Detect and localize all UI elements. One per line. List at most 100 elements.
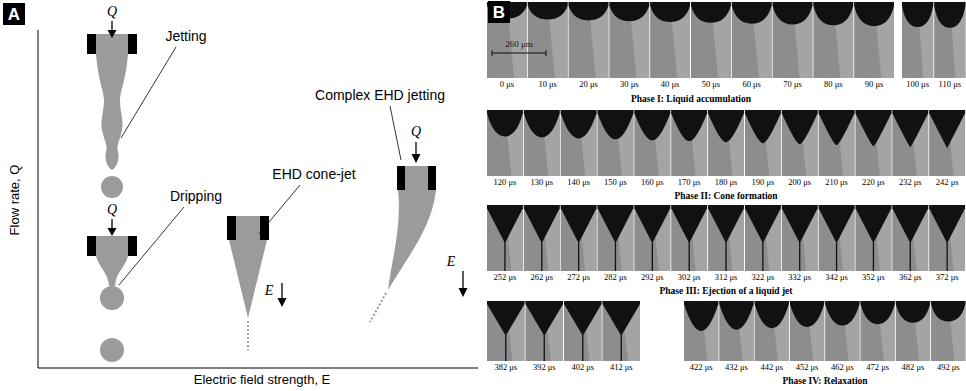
liquid-jet <box>762 242 763 271</box>
flow-symbol: Q <box>107 4 117 20</box>
time-stamp: 352 μs <box>862 273 885 283</box>
time-stamp: 0 μs <box>500 80 514 90</box>
video-frame <box>892 110 928 176</box>
frame-background <box>561 110 597 176</box>
frame-background <box>650 2 690 78</box>
video-frame <box>719 301 753 361</box>
field-arrow <box>281 283 282 299</box>
meniscus <box>856 110 892 146</box>
flow-arrow <box>111 21 112 31</box>
meniscus <box>856 205 892 243</box>
field-symbol: E <box>447 254 456 270</box>
video-frame <box>487 301 525 361</box>
video-frame <box>773 2 813 78</box>
time-stamp: 10 μs <box>538 80 557 90</box>
liquid-jet <box>799 242 800 271</box>
frame-background <box>719 301 753 361</box>
frame-background <box>892 110 928 176</box>
meniscus <box>854 2 894 26</box>
video-frame <box>708 110 744 176</box>
droplet <box>100 338 124 362</box>
video-frame <box>745 110 781 176</box>
video-frame <box>934 2 965 78</box>
frame-background <box>929 205 965 271</box>
liquid-jet <box>582 335 583 361</box>
video-frame <box>782 205 818 271</box>
video-frame <box>896 301 930 361</box>
frame-background <box>684 301 718 361</box>
liquid-jet <box>541 242 542 271</box>
meniscus <box>603 301 641 336</box>
frame-background <box>708 205 744 271</box>
meniscus <box>929 205 965 243</box>
meniscus <box>634 205 670 243</box>
field-symbol: E <box>265 283 274 299</box>
meniscus <box>598 110 634 139</box>
phase-caption: Phase IV: Relaxation <box>782 376 867 387</box>
time-stamp: 272 μs <box>567 273 590 283</box>
time-stamp: 30 μs <box>620 80 639 90</box>
droplet <box>100 286 124 310</box>
nozzle-wall <box>87 236 96 256</box>
meniscus <box>528 2 568 20</box>
liquid-jet <box>96 54 128 170</box>
frame-background <box>819 110 855 176</box>
time-stamp: 282 μs <box>604 273 627 283</box>
y-axis <box>38 30 39 368</box>
video-frame <box>609 2 649 78</box>
video-frame <box>528 2 568 78</box>
time-stamp: 170 μs <box>678 178 701 188</box>
video-frame <box>929 205 965 271</box>
time-stamp: 492 μs <box>937 363 960 373</box>
nozzle-wall <box>227 216 236 240</box>
flow-symbol: Q <box>411 124 421 140</box>
liquid-jet <box>836 242 837 271</box>
meniscus <box>671 110 707 141</box>
video-frame <box>902 2 933 78</box>
time-stamp: 100 μs <box>906 80 929 90</box>
regime-label: Jetting <box>165 28 206 44</box>
frame-background <box>564 301 602 361</box>
meniscus <box>561 110 597 138</box>
meniscus <box>487 110 523 136</box>
meniscus <box>732 2 772 24</box>
scale-bar-tick <box>492 50 493 56</box>
panel-badge: B <box>488 1 510 23</box>
scale-bar-line <box>492 52 546 53</box>
video-frame <box>790 301 824 361</box>
time-stamp: 372 μs <box>936 273 959 283</box>
time-stamp: 412 μs <box>610 363 633 373</box>
regime-label: Complex EHD jetting <box>315 87 445 103</box>
video-frame <box>561 205 597 271</box>
video-frame <box>634 205 670 271</box>
time-stamp: 252 μs <box>494 273 517 283</box>
video-frame <box>487 110 523 176</box>
frame-background <box>524 110 560 176</box>
frame-background <box>671 205 707 271</box>
frame-background <box>487 205 523 271</box>
bent-cone <box>388 190 436 290</box>
nozzle-wall <box>87 34 96 54</box>
frame-background <box>487 301 525 361</box>
time-stamp: 442 μs <box>760 363 783 373</box>
meniscus <box>708 110 744 142</box>
time-stamp: 210 μs <box>825 178 848 188</box>
time-stamp: 50 μs <box>702 80 721 90</box>
video-frame <box>819 110 855 176</box>
leader-line <box>259 185 300 234</box>
meniscus <box>634 110 670 140</box>
meniscus <box>564 301 602 336</box>
video-frame <box>931 301 965 361</box>
meniscus <box>708 205 744 243</box>
video-frame <box>861 301 895 361</box>
frame-background <box>524 205 560 271</box>
meniscus <box>719 301 753 330</box>
meniscus <box>825 301 859 326</box>
fine-jet <box>370 293 386 322</box>
axis-title: Electric field strength, E <box>194 373 331 388</box>
video-frame <box>782 110 818 176</box>
liquid-jet <box>621 335 622 361</box>
frame-background <box>745 110 781 176</box>
liquid-jet <box>910 242 911 271</box>
time-stamp: 180 μs <box>715 178 738 188</box>
